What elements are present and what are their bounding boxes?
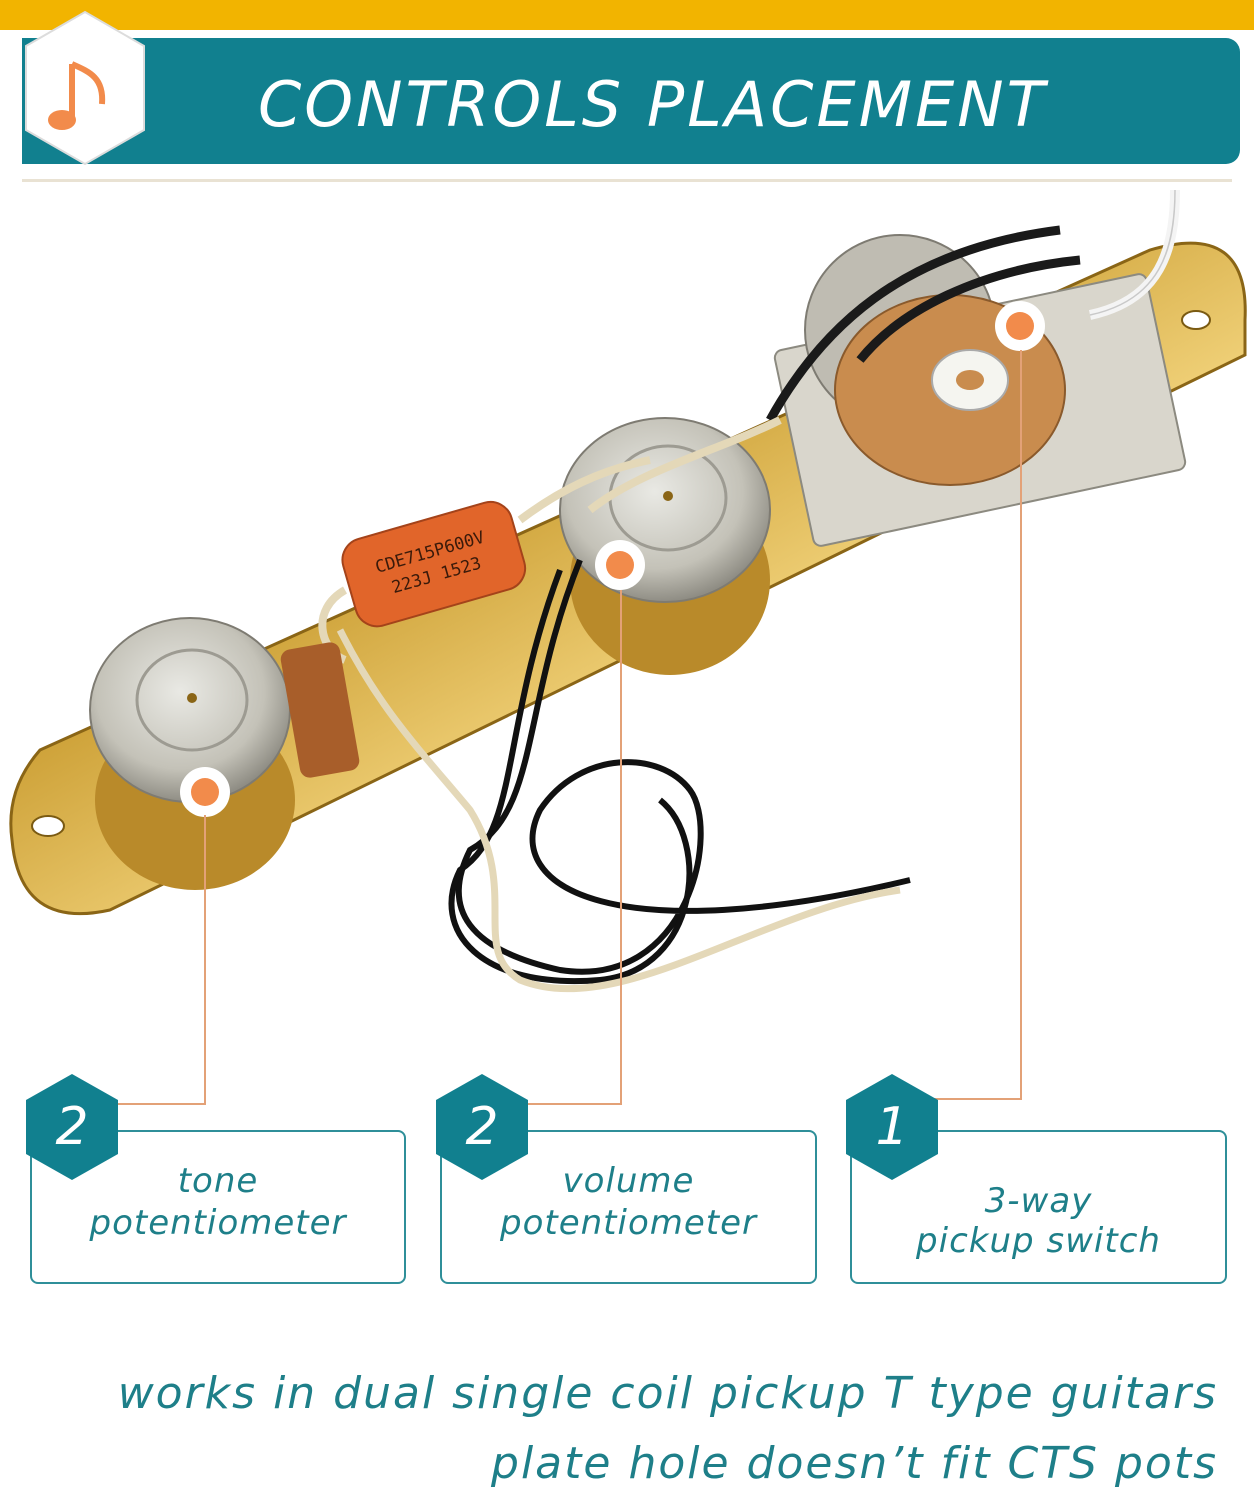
volume-pot-label-1: volume — [562, 1161, 695, 1201]
top-accent-stripe — [0, 0, 1254, 30]
volume-pot-label-2: potentiometer — [499, 1203, 758, 1243]
pickup-switch-label-1: 3-way — [984, 1181, 1093, 1221]
logo-hexagon — [25, 10, 145, 166]
mounting-hole-left — [31, 815, 65, 837]
tone-pot-illustration — [89, 617, 360, 890]
tone-leader-vertical — [204, 815, 206, 1105]
pickup-switch-label-2: pickup switch — [916, 1221, 1161, 1261]
header-banner — [22, 38, 1240, 164]
header-divider — [22, 179, 1232, 182]
tone-count: 2 — [55, 1097, 89, 1157]
hexagon-badge-shape — [846, 1074, 938, 1180]
hexagon-badge-shape — [26, 1074, 118, 1180]
tone-leader-horizontal — [110, 1103, 206, 1105]
page-title: CONTROLS PLACEMENT — [258, 68, 1048, 141]
volume-leader-horizontal — [520, 1103, 622, 1105]
switch-count-badge: 1 — [842, 1072, 942, 1182]
marker-dots — [180, 301, 1045, 817]
hexagon-badge-shape — [436, 1074, 528, 1180]
music-note-icon — [48, 61, 106, 130]
mounting-hole-right — [1181, 310, 1211, 330]
volume-pot-illustration — [559, 417, 771, 675]
footer-fit-note: plate hole doesn’t fit CTS pots — [491, 1438, 1218, 1489]
top-white-gap — [0, 30, 1254, 38]
switch-count: 1 — [875, 1097, 909, 1157]
pickup-switch-assembly — [766, 190, 1187, 547]
wire-leads — [336, 416, 911, 993]
switch-leader-horizontal — [930, 1098, 1022, 1100]
switch-leader-vertical — [1020, 350, 1022, 1100]
volume-pot-card: volume potentiometer — [440, 1130, 817, 1284]
footer-compatibility-line: works in dual single coil pickup T type … — [117, 1368, 1218, 1419]
orange-capacitor: CDE715P600V 223J 1523 — [318, 456, 651, 664]
volume-count: 2 — [465, 1097, 499, 1157]
tone-pot-label-1: tone — [177, 1161, 259, 1201]
control-plate-illustration: CDE715P600V 223J 1523 — [9, 190, 1247, 993]
tone-count-badge: 2 — [22, 1072, 122, 1182]
volume-count-badge: 2 — [432, 1072, 532, 1182]
tone-pot-label-2: potentiometer — [89, 1203, 347, 1243]
volume-leader-vertical — [620, 590, 622, 1105]
